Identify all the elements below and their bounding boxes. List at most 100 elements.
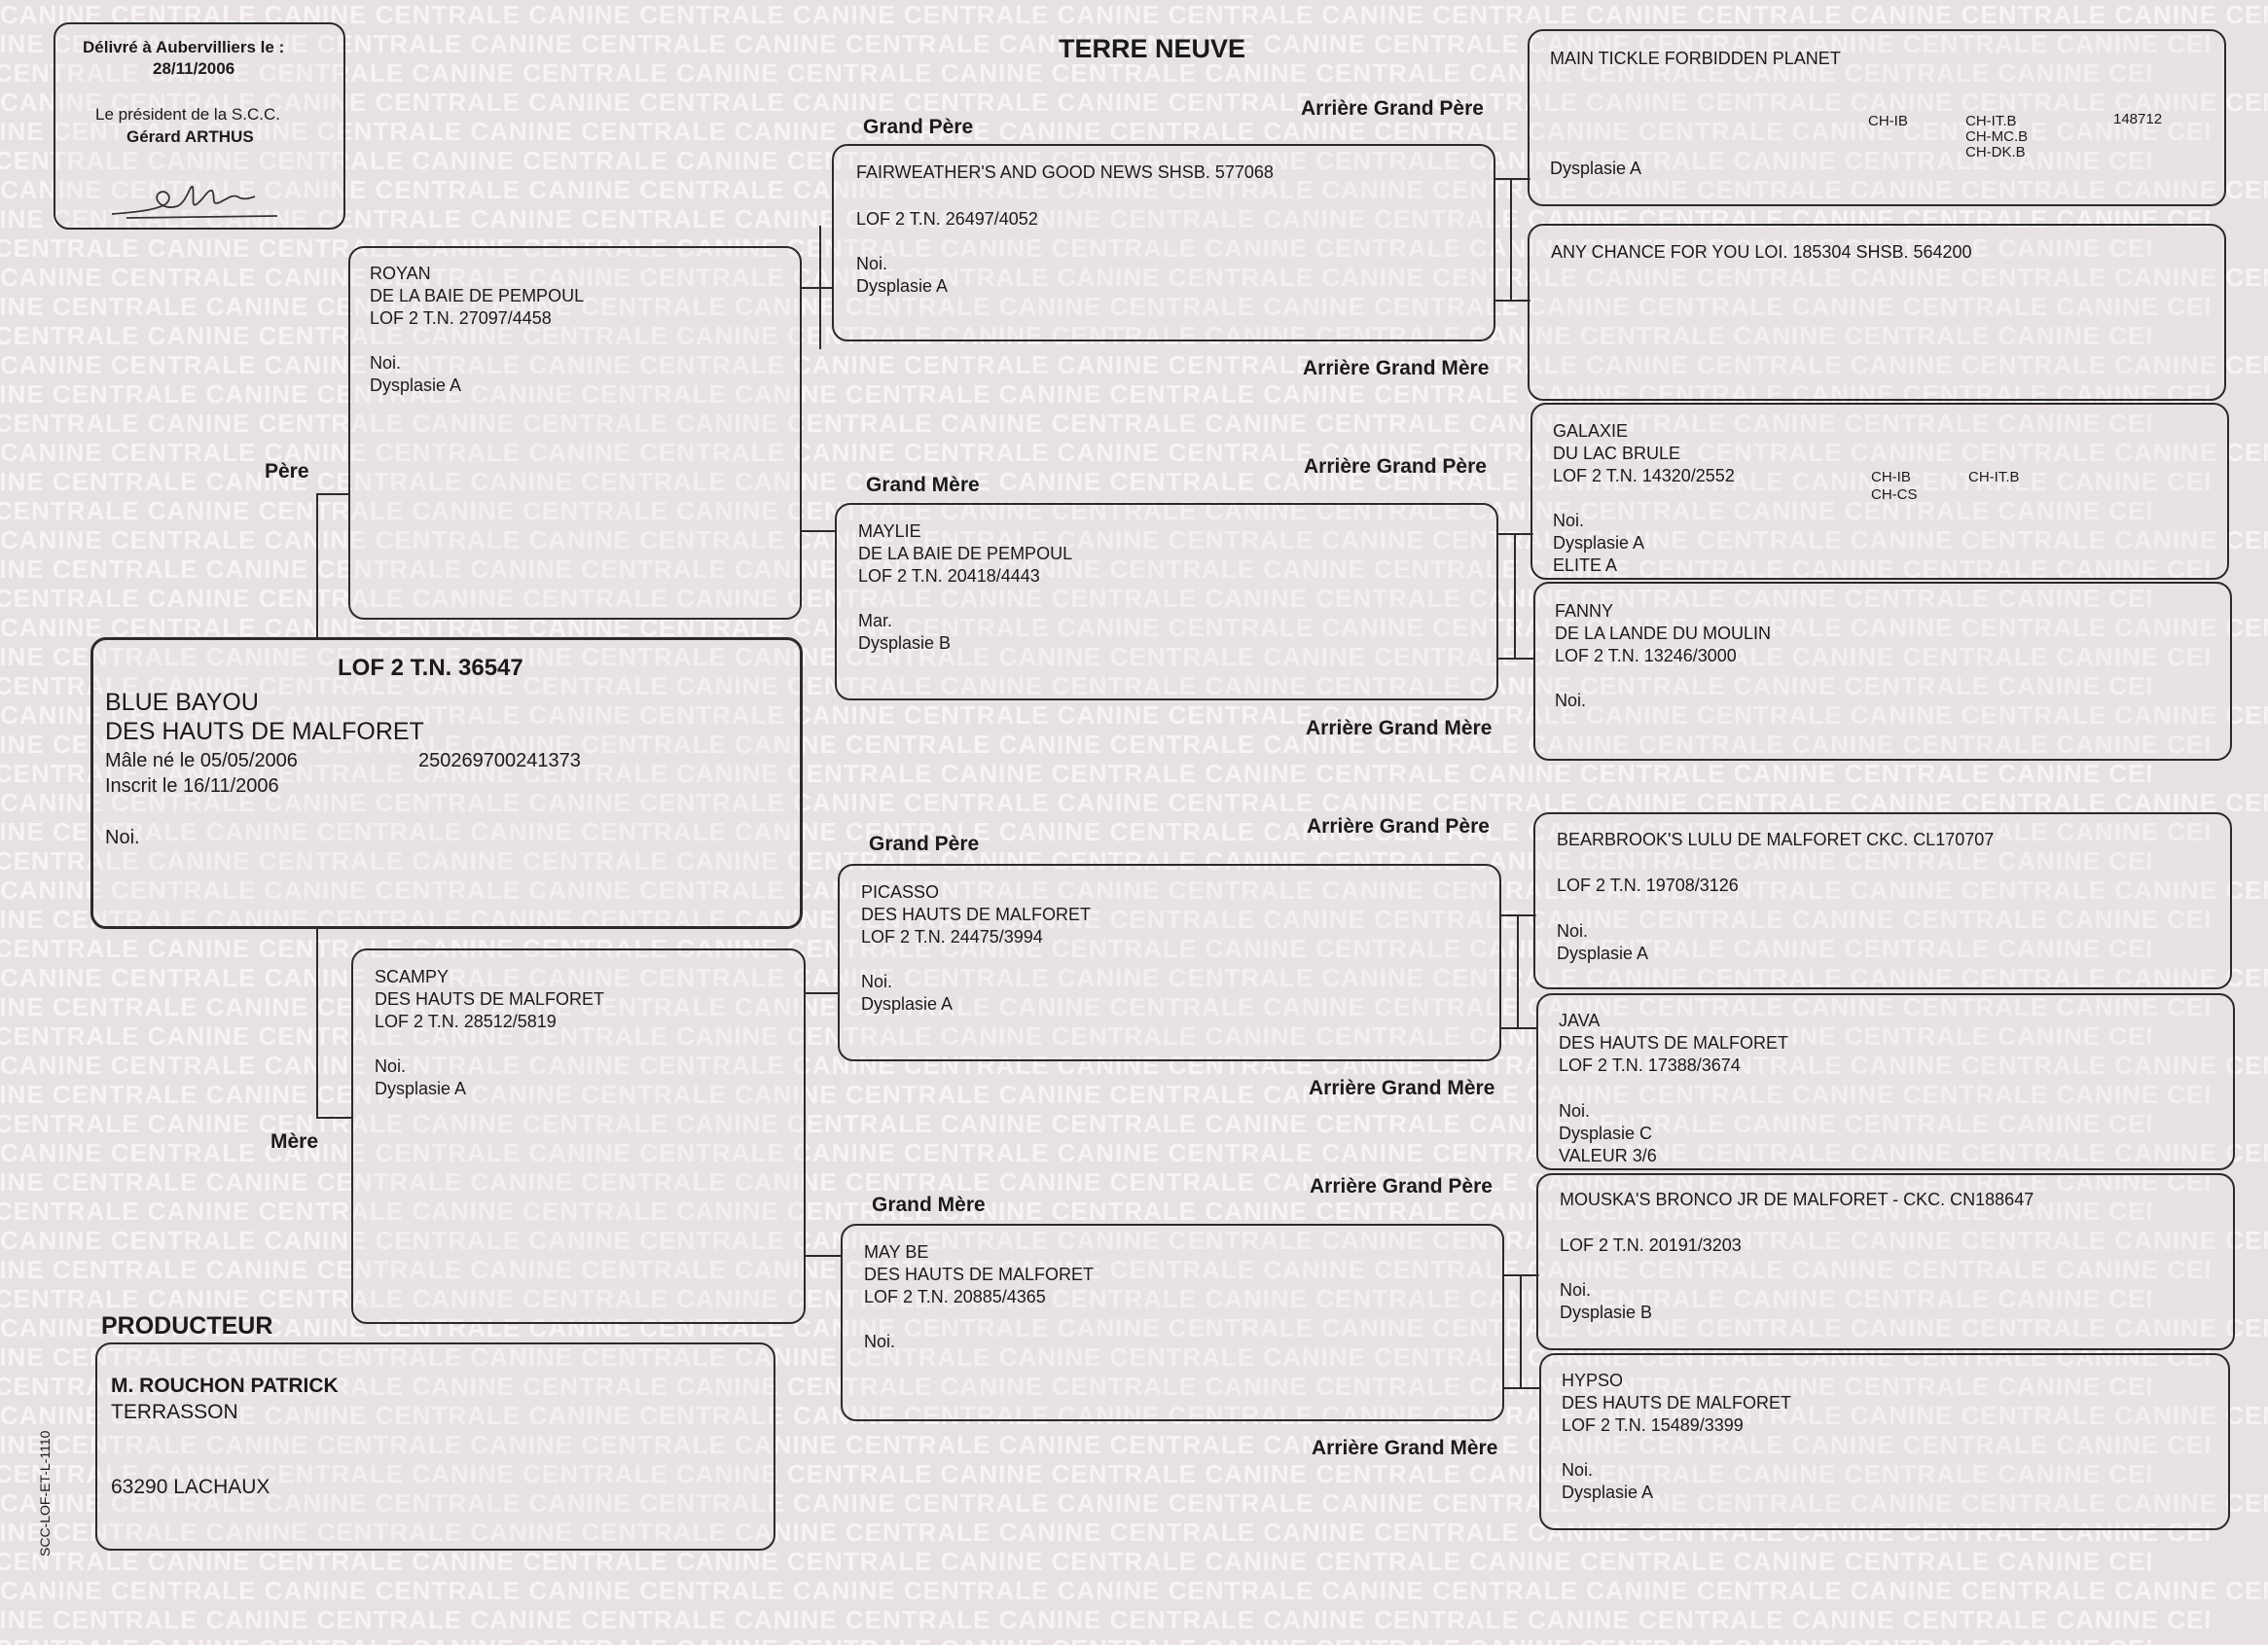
ggsire-3-reg: LOF 2 T.N. 19708/3126	[1557, 876, 1739, 895]
ggsire-4-name: MOUSKA'S BRONCO JR DE MALFORET - CKC. CN…	[1560, 1190, 2034, 1209]
watermark-row: CANINE CENTRALE CANINE CENTRALE CANINE C…	[0, 146, 2151, 175]
label-agp-4: Arrière Grand Père	[1310, 1175, 1493, 1198]
dog-color: Noi.	[105, 827, 140, 848]
watermark-row: CANINE CENTRALE CANINE CENTRALE CANINE C…	[0, 1634, 2151, 1645]
watermark-row: CANINE CENTRALE CANINE CENTRALE CANINE C…	[0, 1167, 2210, 1197]
watermark-row: CANINE CENTRALE CANINE CENTRALE CANINE C…	[0, 1080, 2210, 1109]
ggsire-4-box	[1536, 1173, 2235, 1350]
watermark-row: CANINE CENTRALE CANINE CENTRALE CANINE C…	[0, 817, 2210, 846]
label-agp-2: Arrière Grand Père	[1304, 455, 1487, 478]
sire-color: Noi.	[370, 353, 402, 373]
ggsire-2-title-2: CH-CS	[1871, 486, 1918, 503]
dam-reg: LOF 2 T.N. 28512/5819	[375, 1012, 557, 1031]
ggsire-2-title-1: CH-IB	[1871, 469, 1911, 485]
granddam-1-name: MAYLIE	[858, 521, 921, 541]
watermark-row: CANINE CENTRALE CANINE CENTRALE CANINE C…	[0, 496, 2151, 525]
ggsire-2-title-3: CH-IT.B	[1968, 469, 2020, 485]
grandsire-1-color: Noi.	[856, 254, 888, 273]
ggsire-1-title-4: CH-DK.B	[1965, 144, 2026, 161]
ggsire-4-color: Noi.	[1560, 1280, 1592, 1300]
line	[1514, 533, 1516, 660]
granddam-2-color: Noi.	[864, 1332, 896, 1351]
line	[316, 493, 350, 495]
ggdam-3-affix: DES HAUTS DE MALFORET	[1559, 1033, 1789, 1053]
grandsire-2-box	[838, 864, 1501, 1061]
ggsire-1-title-1: CH-IB	[1868, 113, 1908, 129]
ggdam-4-affix: DES HAUTS DE MALFORET	[1562, 1393, 1792, 1413]
label-agp-3: Arrière Grand Père	[1307, 815, 1490, 838]
sire-dysplasia: Dysplasie A	[370, 375, 462, 395]
ggdam-4-box	[1539, 1353, 2230, 1530]
granddam-1-reg: LOF 2 T.N. 20418/4443	[858, 566, 1040, 586]
watermark-row: CANINE CENTRALE CANINE CENTRALE CANINE C…	[0, 438, 2268, 467]
ggsire-3-dysplasia: Dysplasie A	[1557, 944, 1649, 963]
ggsire-1-dysplasia: Dysplasie A	[1550, 159, 1642, 178]
watermark-row: CANINE CENTRALE CANINE CENTRALE CANINE C…	[0, 175, 2268, 204]
watermark-row: CANINE CENTRALE CANINE CENTRALE CANINE C…	[0, 1021, 2151, 1051]
dam-box	[351, 948, 806, 1324]
watermark-row: CANINE CENTRALE CANINE CENTRALE CANINE C…	[0, 1255, 2210, 1284]
ggsire-1-name: MAIN TICKLE FORBIDDEN PLANET	[1550, 49, 1841, 68]
dog-box	[90, 637, 803, 929]
watermark-row: CANINE CENTRALE CANINE CENTRALE CANINE C…	[0, 1138, 2268, 1167]
watermark-row: CANINE CENTRALE CANINE CENTRALE CANINE C…	[0, 1372, 2151, 1401]
label-grand-mere-2: Grand Mère	[872, 1194, 986, 1216]
ggdam-4-dysplasia: Dysplasie A	[1562, 1483, 1654, 1502]
ggdam-4-color: Noi.	[1562, 1460, 1594, 1480]
form-code: SCC-LOF-ET-L-1110	[37, 1430, 53, 1556]
grandsire-2-dysplasia: Dysplasie A	[861, 994, 954, 1014]
ggdam-2-reg: LOF 2 T.N. 13246/3000	[1555, 646, 1737, 665]
watermark-row: CANINE CENTRALE CANINE CENTRALE CANINE C…	[0, 467, 2210, 496]
ggsire-4-reg: LOF 2 T.N. 20191/3203	[1560, 1235, 1742, 1255]
label-agm-3: Arrière Grand Mère	[1309, 1077, 1495, 1099]
ggsire-3-color: Noi.	[1557, 921, 1589, 941]
dam-color: Noi.	[375, 1056, 407, 1076]
watermark-row: CANINE CENTRALE CANINE CENTRALE CANINE C…	[0, 700, 2268, 730]
grandsire-1-box	[832, 144, 1495, 341]
watermark-row: CANINE CENTRALE CANINE CENTRALE CANINE C…	[0, 117, 2210, 146]
watermark-row: CANINE CENTRALE CANINE CENTRALE CANINE C…	[0, 759, 2151, 788]
line	[1496, 658, 1533, 660]
watermark-row: CANINE CENTRALE CANINE CENTRALE CANINE C…	[0, 1401, 2268, 1430]
sire-name: ROYAN	[370, 264, 431, 283]
producer-box	[95, 1342, 775, 1551]
dog-registered: Inscrit le 16/11/2006	[105, 775, 279, 797]
line	[1499, 1027, 1536, 1029]
granddam-2-affix: DES HAUTS DE MALFORET	[864, 1265, 1095, 1284]
granddam-2-box	[841, 1224, 1504, 1421]
watermark-row: CANINE CENTRALE CANINE CENTRALE CANINE C…	[0, 1342, 2210, 1372]
ggsire-2-reg: LOF 2 T.N. 14320/2552	[1553, 466, 1735, 485]
ggdam-3-color: Noi.	[1559, 1101, 1591, 1121]
line	[1520, 1274, 1522, 1389]
dam-affix: DES HAUTS DE MALFORET	[375, 989, 605, 1009]
watermark-row: CANINE CENTRALE CANINE CENTRALE CANINE C…	[0, 321, 2151, 350]
label-agp-1: Arrière Grand Père	[1301, 97, 1484, 120]
watermark-row: CANINE CENTRALE CANINE CENTRALE CANINE C…	[0, 1313, 2268, 1342]
label-grand-mere-1: Grand Mère	[866, 474, 980, 496]
ggdam-2-color: Noi.	[1555, 691, 1587, 710]
watermark-row: CANINE CENTRALE CANINE CENTRALE CANINE C…	[0, 204, 2210, 233]
ggdam-4-reg: LOF 2 T.N. 15489/3399	[1562, 1415, 1744, 1435]
sire-box	[348, 246, 802, 620]
label-mere: Mère	[270, 1130, 319, 1153]
producer-heading: PRODUCTEUR	[101, 1312, 273, 1340]
ggsire-1-number: 148712	[2113, 111, 2163, 127]
line	[1510, 178, 1512, 302]
ggsire-1-title-3: CH-MC.B	[1965, 128, 2029, 145]
grandsire-1-dysplasia: Dysplasie A	[856, 276, 949, 296]
label-agm-4: Arrière Grand Mère	[1312, 1437, 1498, 1459]
line	[316, 493, 318, 639]
dam-name: SCAMPY	[375, 967, 450, 986]
line	[316, 1117, 353, 1119]
issued-box	[54, 22, 345, 230]
president-name: Gérard ARTHUS	[126, 127, 254, 146]
breed-title: TERRE NEUVE	[1059, 34, 1246, 63]
watermark-row: CANINE CENTRALE CANINE CENTRALE CANINE C…	[0, 1518, 2210, 1547]
grandsire-2-name: PICASSO	[861, 882, 940, 902]
granddam-1-color: Mar.	[858, 611, 893, 630]
ggsire-1-title-2: CH-IT.B	[1965, 113, 2017, 129]
ggsire-3-box	[1533, 812, 2232, 989]
issued-line: Délivré à Aubervilliers le :	[83, 38, 285, 56]
dam-dysplasia: Dysplasie A	[375, 1079, 467, 1098]
